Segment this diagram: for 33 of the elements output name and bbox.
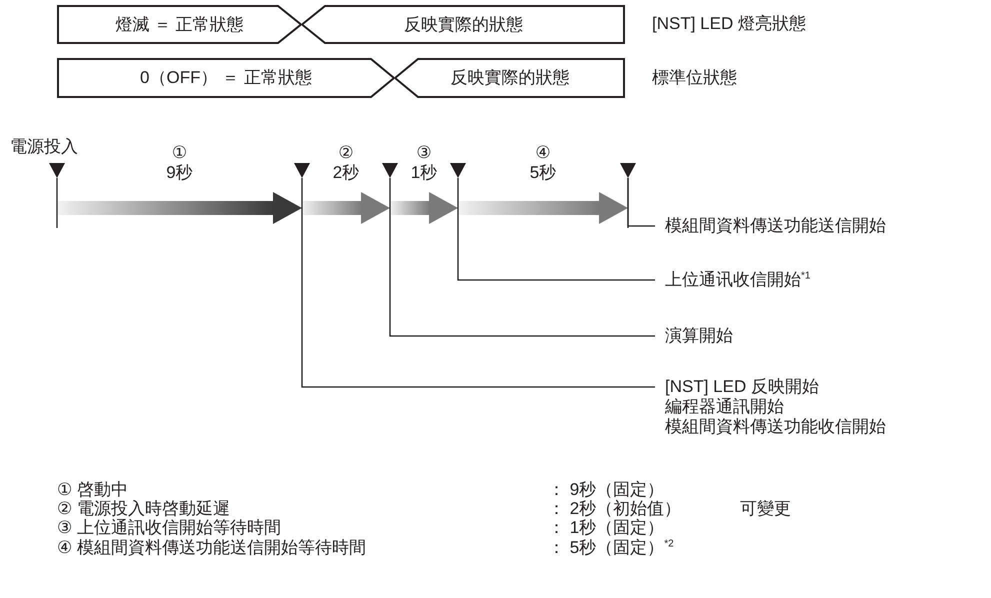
event-label: 上位通讯收信開始$^{*1}$ (665, 270, 810, 290)
note-text: ① 啓動中 (57, 480, 128, 500)
note-text: ： 1秒（固定） (548, 518, 664, 538)
row-label: [NST] LED 燈亮狀態 (652, 14, 806, 34)
event-label: 演算開始 (665, 326, 733, 346)
leader-line (457, 228, 655, 281)
edge-label: ③ 1秒 (410, 143, 438, 183)
event-label: 模組間資料傳送功能收信開始 (665, 417, 886, 437)
edge-label: ① 9秒 (165, 143, 194, 183)
event-caption: 電源投入 (10, 137, 78, 157)
state-text: 反映實際的狀態 (450, 68, 570, 88)
event-label: [NST] LED 反映開始 (665, 377, 820, 397)
duration-arrow (459, 192, 628, 224)
edge-label: ② 2秒 (332, 143, 360, 183)
state-text: 反映實際的狀態 (404, 14, 523, 34)
state-text: 0（OFF） ＝ 正常狀態 (140, 68, 312, 88)
note-text: ： 2秒（初始值） (548, 499, 682, 518)
note-text: ③ 上位通訊收信開始等待時間 (57, 518, 281, 538)
state-text: 燈滅 ＝ 正常狀態 (115, 14, 244, 34)
note-text: ② 電源投入時啓動延遲 (57, 499, 230, 519)
row-label: 標準位狀態 (652, 68, 737, 88)
leader-line (301, 228, 655, 388)
edge-label: ④ 5秒 (528, 143, 558, 183)
note-text: ： 9秒（固定） (548, 480, 664, 500)
leader-line (389, 228, 655, 337)
event-label: 編程器通訊開始 (665, 397, 785, 417)
duration-arrow (58, 192, 302, 224)
duration-arrow (303, 192, 390, 224)
note-text: 可變更 (740, 499, 791, 519)
note-text: ： 5秒（固定）$^{*2}$ (548, 538, 674, 558)
duration-arrow (391, 192, 458, 224)
note-text: ④ 模組間資料傳送功能送信開始等待時間 (57, 538, 366, 558)
event-label: 模組間資料傳送功能送信開始 (665, 216, 886, 236)
